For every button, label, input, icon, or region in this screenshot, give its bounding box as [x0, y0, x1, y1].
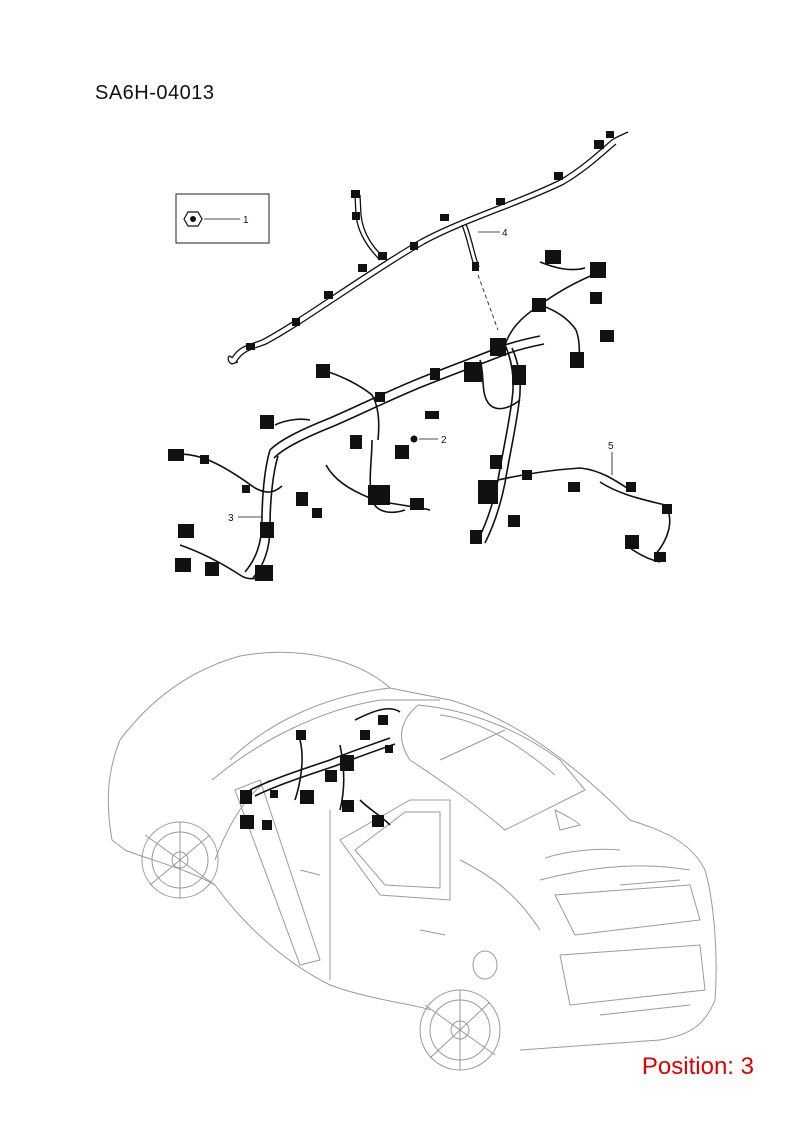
position-label: Position: 3: [641, 1053, 754, 1080]
part-code: SA6H-04013: [95, 82, 215, 104]
roof-harness: [227, 131, 629, 365]
nut-inset: 1: [175, 193, 270, 244]
callout-1: 1: [243, 215, 249, 226]
vehicle-outline: [107, 651, 717, 1071]
vehicle-harness-connectors: [240, 715, 393, 830]
nut-icon: [183, 211, 203, 227]
callout-2: 2: [441, 435, 447, 446]
roof-connectors: [246, 131, 614, 350]
callout-5: 5: [608, 441, 614, 452]
vehicle-harness: [249, 708, 401, 826]
callout-4: 4: [502, 228, 508, 239]
main-connectors: [168, 250, 672, 581]
callout-3: 3: [228, 513, 234, 524]
main-harness: [171, 261, 671, 580]
